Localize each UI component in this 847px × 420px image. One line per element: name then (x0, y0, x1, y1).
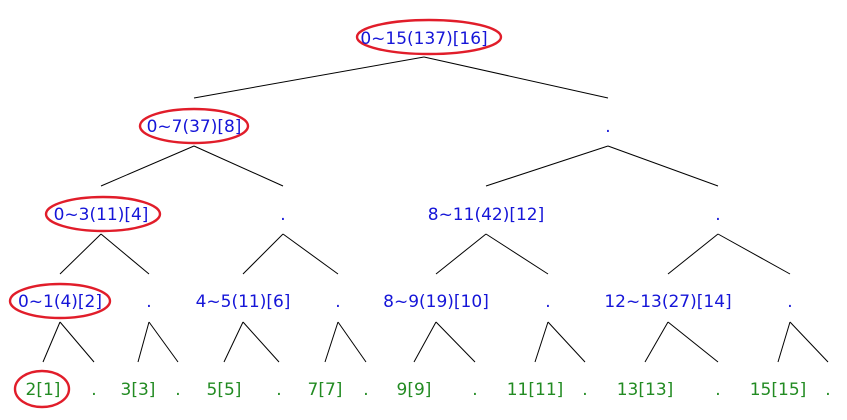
leaf-1: . (91, 380, 96, 400)
tree-edge-8 (242, 233, 284, 275)
leaf-5: . (276, 380, 281, 400)
node-l2-1: . (280, 205, 285, 225)
leaf-9: . (472, 380, 477, 400)
tree-edge-4 (485, 145, 609, 187)
node-l3-7: . (787, 292, 792, 312)
tree-edge-9 (282, 233, 339, 275)
tree-edge-25 (547, 321, 586, 363)
tree-edge-2 (100, 145, 195, 187)
leaf-10: 11[11] (507, 380, 564, 400)
tree-edge-12 (667, 233, 719, 275)
tree-edge-24 (534, 321, 549, 363)
highlight-ovals (8, 18, 503, 409)
leaf-6: 7[7] (308, 380, 343, 400)
tree-edge-29 (789, 321, 829, 363)
tree-edge-23 (435, 321, 476, 363)
highlight-oval-l3 (8, 282, 112, 320)
leaf-4: 5[5] (207, 380, 242, 400)
tree-edge-19 (242, 321, 280, 363)
leaf-11: . (582, 380, 587, 400)
tree-edges (42, 56, 829, 363)
leaf-2: 3[3] (121, 380, 156, 400)
leaf-15: . (825, 380, 830, 400)
leaf-14: 15[15] (750, 380, 807, 400)
leaf-3: . (175, 380, 180, 400)
tree-edge-17 (148, 321, 179, 363)
tree-edge-18 (223, 321, 244, 363)
tree-edge-13 (717, 233, 791, 275)
tree-edge-15 (59, 321, 95, 363)
tree-edge-1 (423, 56, 609, 99)
node-l3-3: . (335, 292, 340, 312)
tree-edge-0 (193, 56, 425, 99)
tree-edge-7 (100, 233, 150, 275)
leaf-8: 9[9] (397, 380, 432, 400)
tree-edge-28 (777, 321, 791, 363)
leaf-13: . (715, 380, 720, 400)
leaf-12: 13[13] (617, 380, 674, 400)
tree-edge-21 (337, 321, 367, 363)
tree-edge-26 (644, 321, 669, 363)
tree-edge-11 (485, 233, 549, 275)
node-l2-3: . (715, 205, 720, 225)
node-l3-0: 0~1(4)[2] (18, 292, 102, 312)
highlight-oval-l1 (138, 107, 250, 145)
node-l3-5: . (545, 292, 550, 312)
highlight-oval-root (355, 18, 503, 56)
node-l1-0: 0~7(37)[8] (147, 117, 242, 137)
leaf-0: 2[1] (26, 380, 61, 400)
node-l3-4: 8~9(19)[10] (383, 292, 489, 312)
tree-edge-16 (137, 321, 150, 363)
tree-edge-22 (413, 321, 437, 363)
node-l2-2: 8~11(42)[12] (428, 205, 545, 225)
node-root: 0~15(137)[16] (360, 29, 487, 49)
tree-edge-20 (324, 321, 339, 363)
node-l1-1: . (605, 117, 610, 137)
tree-edge-10 (435, 233, 487, 275)
highlight-oval-leaf (13, 369, 71, 409)
node-l3-1: . (146, 292, 151, 312)
tree-edge-14 (42, 321, 61, 363)
tree-edge-27 (667, 321, 719, 363)
leaf-7: . (363, 380, 368, 400)
node-l3-2: 4~5(11)[6] (196, 292, 291, 312)
tree-edge-5 (607, 145, 719, 187)
node-l2-0: 0~3(11)[4] (54, 205, 149, 225)
tree-edge-3 (193, 145, 284, 187)
node-l3-6: 12~13(27)[14] (604, 292, 731, 312)
tree-edge-6 (59, 233, 102, 275)
highlight-oval-l2 (44, 195, 162, 233)
